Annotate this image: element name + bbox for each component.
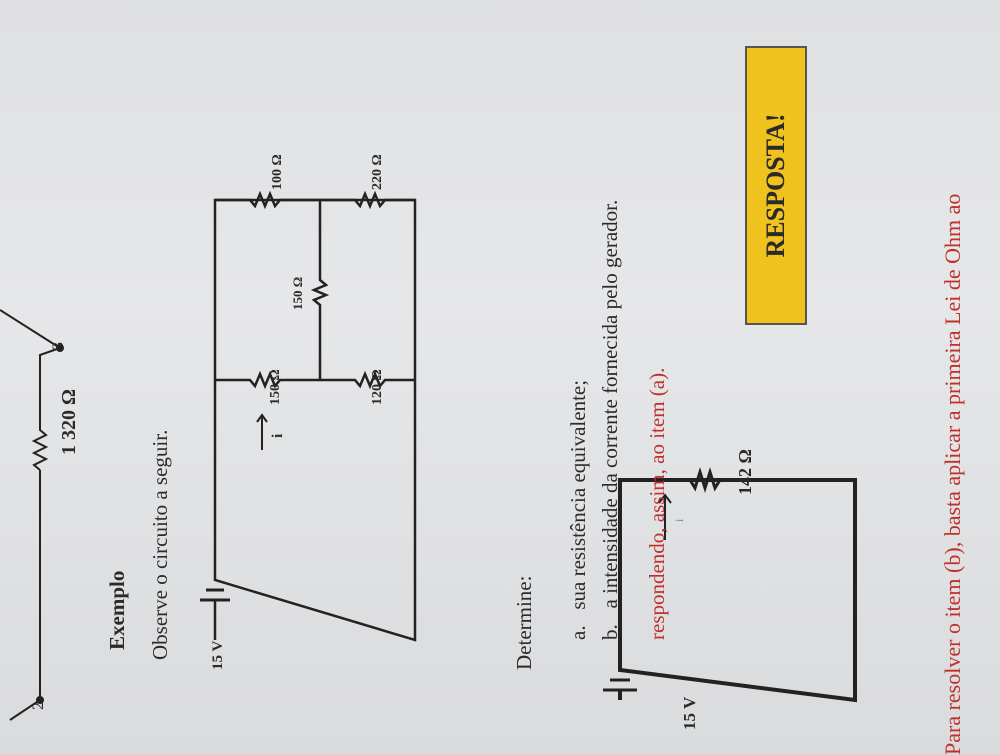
current-label: i [270,433,286,438]
resistor-220-label: 220 Ω [370,154,385,190]
item-letter: b. [598,624,622,640]
item-text: sua resistência equivalente; [566,379,590,610]
top-resistor-label: 1 320 Ω [58,388,80,455]
top-figure [0,309,64,721]
voltage-label: 15 V [210,640,226,670]
answer-line: respondendo, assim, ao item (a). [645,367,669,640]
resistor-middle-150-label: 150 Ω [290,276,305,310]
resistor-142-label: 142 Ω [735,449,755,495]
list-item: a. sua resistência equivalente; [566,380,591,640]
list-item: b. a intensidade da corrente fornecida p… [598,200,623,640]
item-text: a intensidade da corrente fornecida pelo… [598,199,622,609]
item-letter: a. [566,625,590,640]
node-2-label: 2 [30,702,47,710]
circuit-2 [603,466,857,703]
current-label-2: i [672,518,686,522]
resistor-100-label: 100 Ω [270,154,285,190]
footer-text: Para resolver o item (b), basta aplicar … [940,193,965,755]
determine-label: Determine: [512,575,536,670]
heading-exemplo: Exemplo [105,570,129,650]
intro-text: Observe o circuito a seguir. [148,429,172,660]
node-3-label: 3 [50,342,67,350]
resistor-120-label: 120 Ω [370,369,385,405]
voltage-label-2: 15 V [680,696,699,730]
resistor-150-label: 150 Ω [268,369,283,405]
circuit-1 [200,190,417,642]
resposta-button[interactable]: RESPOSTA! [745,46,807,325]
